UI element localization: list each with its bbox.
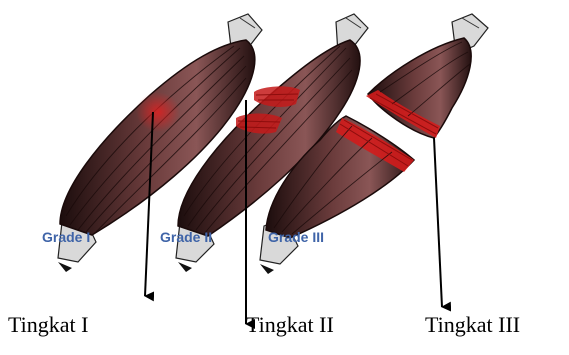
injury-spot-grade-1 [136,92,180,132]
caption-tingkat-1: Tingkat I [8,314,88,336]
grade-label-1: Grade I [42,229,90,245]
grade-label-3: Grade III [268,229,324,245]
grade-label-2: Grade II [160,229,212,245]
arrow-grade-3 [434,138,442,307]
caption-tingkat-2: Tingkat II [246,314,334,336]
caption-tingkat-3: Tingkat III [425,314,520,336]
